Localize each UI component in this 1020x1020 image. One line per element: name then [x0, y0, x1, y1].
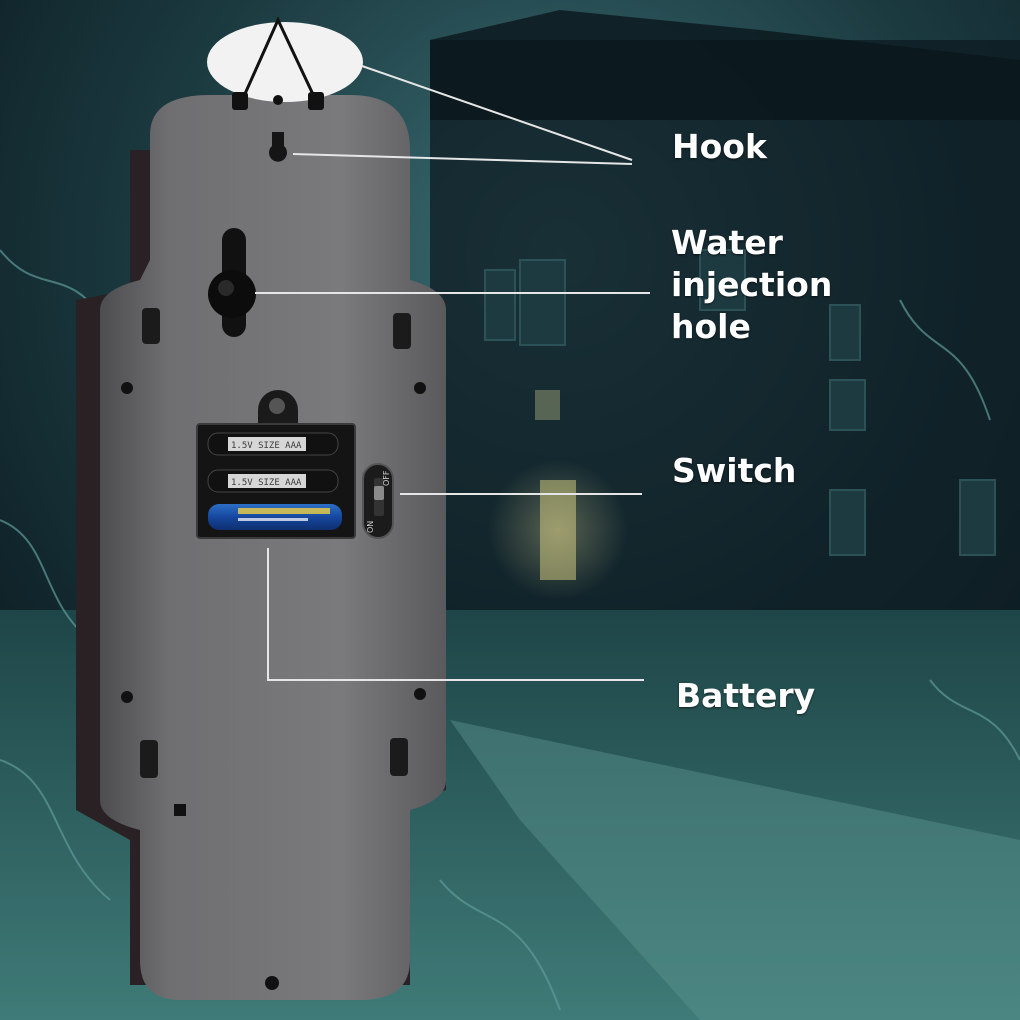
hook-leader: [361, 65, 633, 161]
hook-callout-text: Hook: [672, 127, 767, 166]
top-screw-hole: [273, 95, 283, 105]
hook-keyhole: [269, 132, 287, 162]
hanger-clip-left: [232, 92, 248, 110]
power-switch-knob: [374, 486, 384, 500]
water-callout-line2: injection: [671, 265, 833, 304]
hanger-clip-right: [308, 92, 324, 110]
rubber-foot-top-left: [142, 308, 160, 344]
screw-hole: [414, 688, 426, 700]
water-callout-line3: hole: [671, 307, 751, 346]
water-injection-callout: Water injection hole: [671, 222, 832, 348]
battery-label-1: 1.5V SIZE AAA: [231, 441, 302, 451]
battery-cell-2: 1.5V SIZE AAA: [207, 469, 339, 493]
hang-string: [238, 16, 320, 106]
house-windows: [484, 249, 996, 556]
switch-on-label: ON: [366, 521, 375, 533]
hook-callout: Hook: [672, 126, 767, 168]
water-injection-cap-highlight: [218, 280, 234, 296]
battery-label-2: 1.5V SIZE AAA: [231, 478, 302, 488]
garden-path: [450, 720, 1020, 1020]
battery-door-screw: [269, 398, 285, 414]
switch-off-label: OFF: [382, 470, 391, 486]
window-glow: [488, 460, 628, 600]
rubber-foot-top-right: [393, 313, 411, 349]
battery-callout: Battery: [676, 675, 815, 717]
switch-callout-text: Switch: [672, 451, 797, 490]
switch-callout: Switch: [672, 450, 796, 492]
water-injection-cap: [208, 270, 256, 318]
screw-hole: [414, 382, 426, 394]
rubber-foot-bottom-right: [390, 738, 408, 776]
lit-window-small: [535, 390, 560, 420]
leader-lines: [255, 65, 650, 681]
screw-hole: [121, 691, 133, 703]
water-callout-line1: Water: [671, 223, 783, 262]
hang-tag: [207, 22, 363, 102]
hook-leader-2: [292, 153, 633, 165]
house-roof: [430, 10, 1020, 120]
battery-callout-text: Battery: [676, 676, 816, 715]
device-back-panel: [100, 95, 446, 1000]
small-vent: [174, 804, 186, 816]
aaa-battery: [208, 504, 342, 530]
screw-hole: [121, 382, 133, 394]
screw-hole: [265, 976, 279, 990]
rubber-foot-bottom-left: [140, 740, 158, 778]
battery-cell-1: 1.5V SIZE AAA: [207, 432, 339, 456]
battery-leader: [267, 548, 644, 681]
bare-branches: [0, 249, 1020, 1011]
